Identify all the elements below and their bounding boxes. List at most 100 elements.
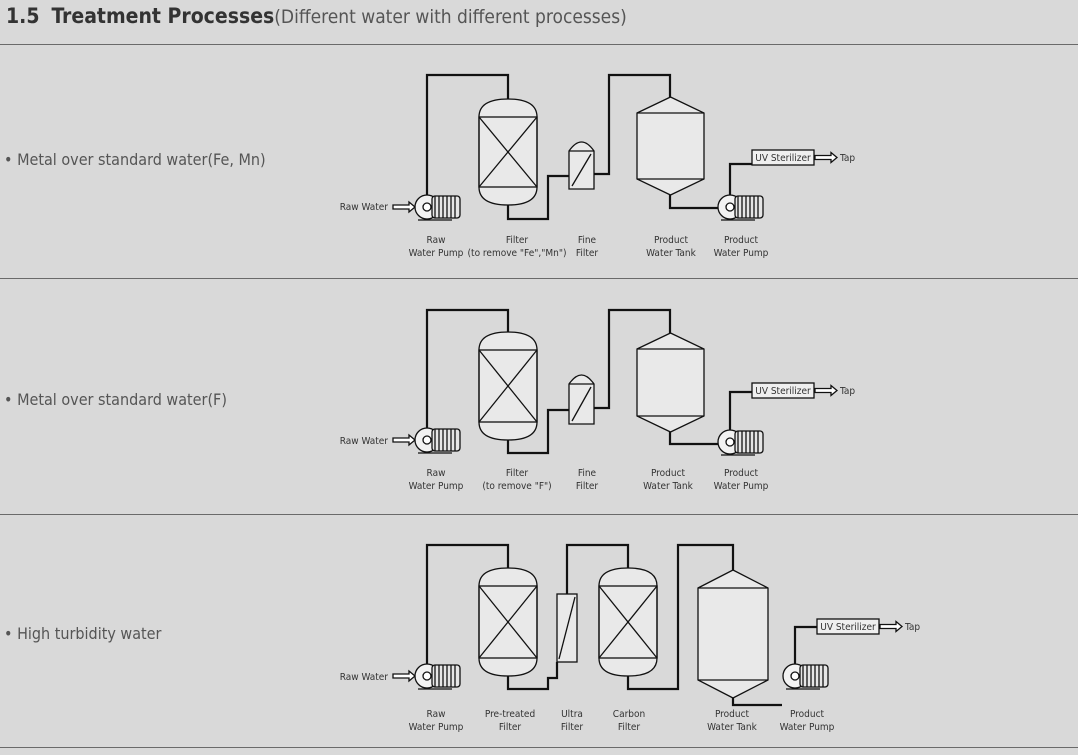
- caption-line: Fine: [578, 235, 597, 246]
- flow-arrow: [879, 620, 904, 633]
- pipe-line: [728, 390, 752, 430]
- product-tank: [636, 96, 705, 196]
- tap-label: Tap: [904, 622, 920, 633]
- caption-line: Product: [724, 468, 759, 479]
- pipe-line: [626, 543, 735, 691]
- pipe-line: [425, 543, 510, 665]
- raw-water-label: Raw Water: [340, 672, 389, 683]
- fine-filter-element: [571, 386, 592, 422]
- tap-label: Tap: [839, 386, 855, 397]
- caption-line: Filter: [499, 722, 522, 733]
- uv-sterilizer-label: UV Sterilizer: [755, 386, 811, 397]
- caption-line: Filter: [618, 722, 641, 733]
- section-title: 1.5 Treatment Processes(Different water …: [6, 4, 627, 28]
- pipe-line: [594, 73, 672, 176]
- media-bed: [478, 116, 538, 188]
- pump-motor: [734, 195, 764, 219]
- fine-filter-housing: [568, 141, 595, 190]
- pipe-line: [506, 408, 569, 455]
- uv-sterilizer: [751, 149, 815, 166]
- caption-line: Raw: [427, 709, 446, 720]
- caption-line: Water Tank: [707, 722, 757, 733]
- uv-sterilizer-label: UV Sterilizer: [820, 622, 876, 633]
- uv-sterilizer-label: UV Sterilizer: [755, 153, 811, 164]
- pump-eye: [725, 202, 735, 212]
- pipe-line: [565, 543, 630, 594]
- raw-water-label: Raw Water: [340, 436, 389, 447]
- caption-line: Pre-treated: [485, 709, 535, 720]
- pipe-line: [506, 662, 559, 691]
- pipe-line: [594, 308, 672, 410]
- caption-line: Water Tank: [643, 481, 693, 492]
- uv-sterilizer: [751, 382, 815, 399]
- caption-line: Ultra: [561, 709, 583, 720]
- caption-line: Fine: [578, 468, 597, 479]
- media-bed: [478, 349, 538, 423]
- product-tank: [697, 569, 769, 699]
- row-label-turbidity: • High turbidity water: [4, 624, 162, 643]
- section-subtitle: (Different water with different processe…: [274, 6, 627, 28]
- caption-line: Water Tank: [646, 248, 696, 259]
- pipe-line: [731, 698, 782, 707]
- pipe-line: [668, 432, 720, 446]
- row-label-fe-mn: • Metal over standard water(Fe, Mn): [4, 150, 266, 169]
- caption-line: Water Pump: [409, 248, 464, 259]
- ultra-filter-element: [558, 596, 576, 660]
- tap-label: Tap: [839, 153, 855, 164]
- row-label-f: • Metal over standard water(F): [4, 390, 227, 409]
- pump-motor: [734, 430, 764, 454]
- pump-motor: [799, 664, 829, 688]
- pump-eye: [422, 671, 432, 681]
- caption-line: Filter: [506, 468, 529, 479]
- pump-eye: [790, 671, 800, 681]
- product-tank: [636, 332, 705, 433]
- raw-water-label: Raw Water: [340, 202, 389, 213]
- caption-line: Product: [654, 235, 689, 246]
- divider: [0, 44, 1078, 45]
- caption-line: Filter: [561, 722, 584, 733]
- pump-eye: [725, 437, 735, 447]
- caption-line: Water Pump: [409, 481, 464, 492]
- caption-line: Filter: [576, 481, 599, 492]
- pipe-line: [728, 162, 752, 196]
- media-cross: [478, 349, 538, 423]
- divider: [0, 514, 1078, 515]
- caption-line: Filter: [506, 235, 529, 246]
- caption-line: Product: [651, 468, 686, 479]
- fine-filter-element: [571, 153, 592, 187]
- caption-line: (to remove "Fe","Mn"): [468, 248, 567, 259]
- caption-line: Water Pump: [714, 481, 769, 492]
- caption-line: Carbon: [613, 709, 645, 720]
- pump-motor: [431, 428, 461, 452]
- caption-line: Product: [724, 235, 759, 246]
- section-heading: Treatment Processes: [51, 4, 275, 28]
- pump-eye: [422, 202, 432, 212]
- media-cross: [598, 585, 658, 659]
- flow-arrow: [392, 200, 417, 214]
- pump-motor: [431, 195, 461, 219]
- fine-filter-housing: [568, 374, 595, 425]
- pump-eye: [422, 435, 432, 445]
- divider: [0, 747, 1078, 748]
- pipe-line: [425, 73, 510, 196]
- caption-line: (to remove "F"): [482, 481, 551, 492]
- caption-line: Water Pump: [714, 248, 769, 259]
- caption-line: Filter: [576, 248, 599, 259]
- flow-arrow: [814, 384, 839, 397]
- uv-sterilizer: [816, 618, 880, 635]
- caption-line: Water Pump: [409, 722, 464, 733]
- caption-line: Product: [790, 709, 825, 720]
- divider: [0, 278, 1078, 279]
- flow-arrow: [392, 433, 417, 447]
- media-cross: [478, 116, 538, 188]
- flow-arrow: [814, 151, 839, 164]
- media-cross: [478, 585, 538, 659]
- caption-line: Product: [715, 709, 750, 720]
- pipe-line: [668, 195, 720, 210]
- media-bed: [478, 585, 538, 659]
- pipe-line: [506, 174, 569, 221]
